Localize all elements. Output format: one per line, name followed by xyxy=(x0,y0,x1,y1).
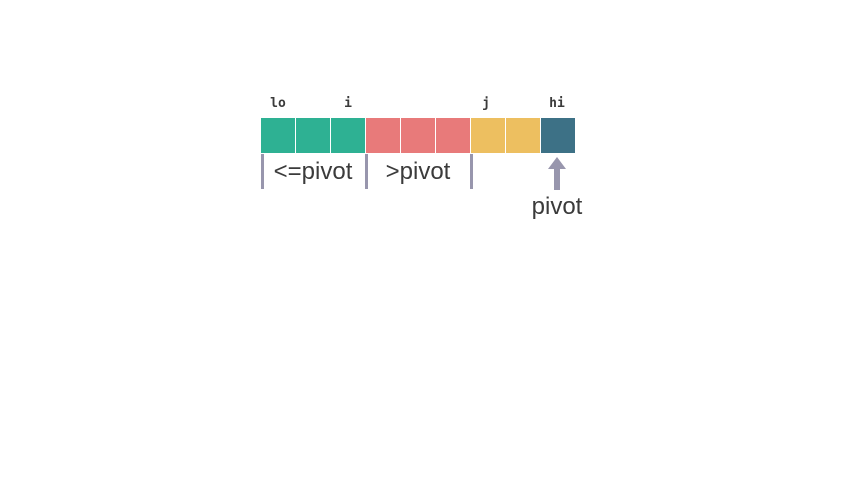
index-label-lo: lo xyxy=(270,96,286,111)
array-cell-0-le-pivot xyxy=(261,118,295,153)
array-cells xyxy=(261,118,575,153)
array-cell-3-gt-pivot xyxy=(366,118,400,153)
separator-middle xyxy=(365,154,368,189)
index-label-j: j xyxy=(482,96,490,111)
separator-right xyxy=(470,154,473,189)
separator-left xyxy=(261,154,264,189)
array-cell-5-gt-pivot xyxy=(436,118,470,153)
index-label-hi: hi xyxy=(549,96,565,111)
le-pivot-label: <=pivot xyxy=(273,158,353,185)
partition-diagram: lo i j hi <=pivot >pivot pivot xyxy=(261,96,601,236)
array-cell-4-gt-pivot xyxy=(401,118,435,153)
array-cell-8-pivot xyxy=(541,118,575,153)
array-cell-6-unexamined xyxy=(471,118,505,153)
gt-pivot-label: >pivot xyxy=(385,158,451,185)
array-cell-7-unexamined xyxy=(506,118,540,153)
index-label-i: i xyxy=(344,96,352,111)
index-label-row: lo i j hi xyxy=(261,96,575,116)
pivot-arrow-up-icon xyxy=(546,156,568,190)
array-cell-2-le-pivot xyxy=(331,118,365,153)
array-cell-1-le-pivot xyxy=(296,118,330,153)
pivot-caption-label: pivot xyxy=(531,193,583,220)
